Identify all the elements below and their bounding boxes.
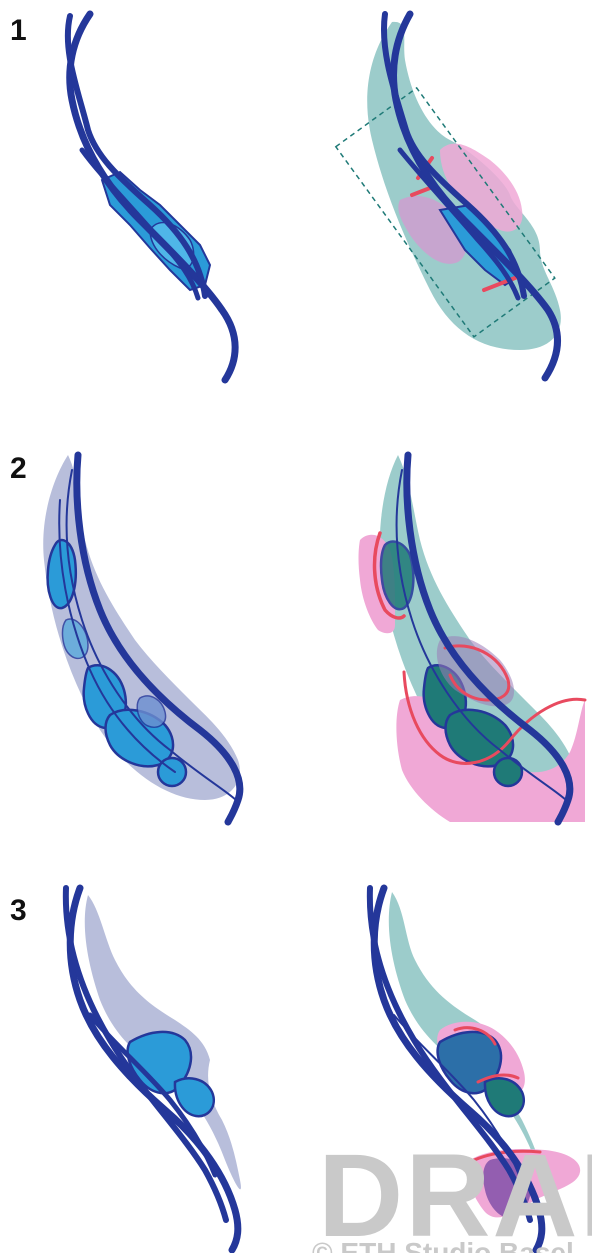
row-3-left-panel xyxy=(66,888,241,1250)
row-1-left-panel xyxy=(68,14,235,380)
row-2: 2 xyxy=(10,452,585,822)
row-1-right-panel xyxy=(336,14,561,378)
row-1: 1 xyxy=(10,14,561,380)
row-2-left-panel xyxy=(43,455,240,822)
row-1-number: 1 xyxy=(10,14,27,47)
watermark-sub: © ETH Studio Basel xyxy=(312,1237,574,1253)
row-2-number: 2 xyxy=(10,452,27,485)
row-2-right-panel xyxy=(359,455,586,822)
draft-watermark: DRAFT © ETH Studio Basel xyxy=(312,1130,592,1253)
river-bank-outer xyxy=(70,14,235,380)
dark-pool-4 xyxy=(494,758,522,786)
row-3-number: 3 xyxy=(10,894,27,927)
watermark-main: DRAFT xyxy=(318,1130,592,1253)
